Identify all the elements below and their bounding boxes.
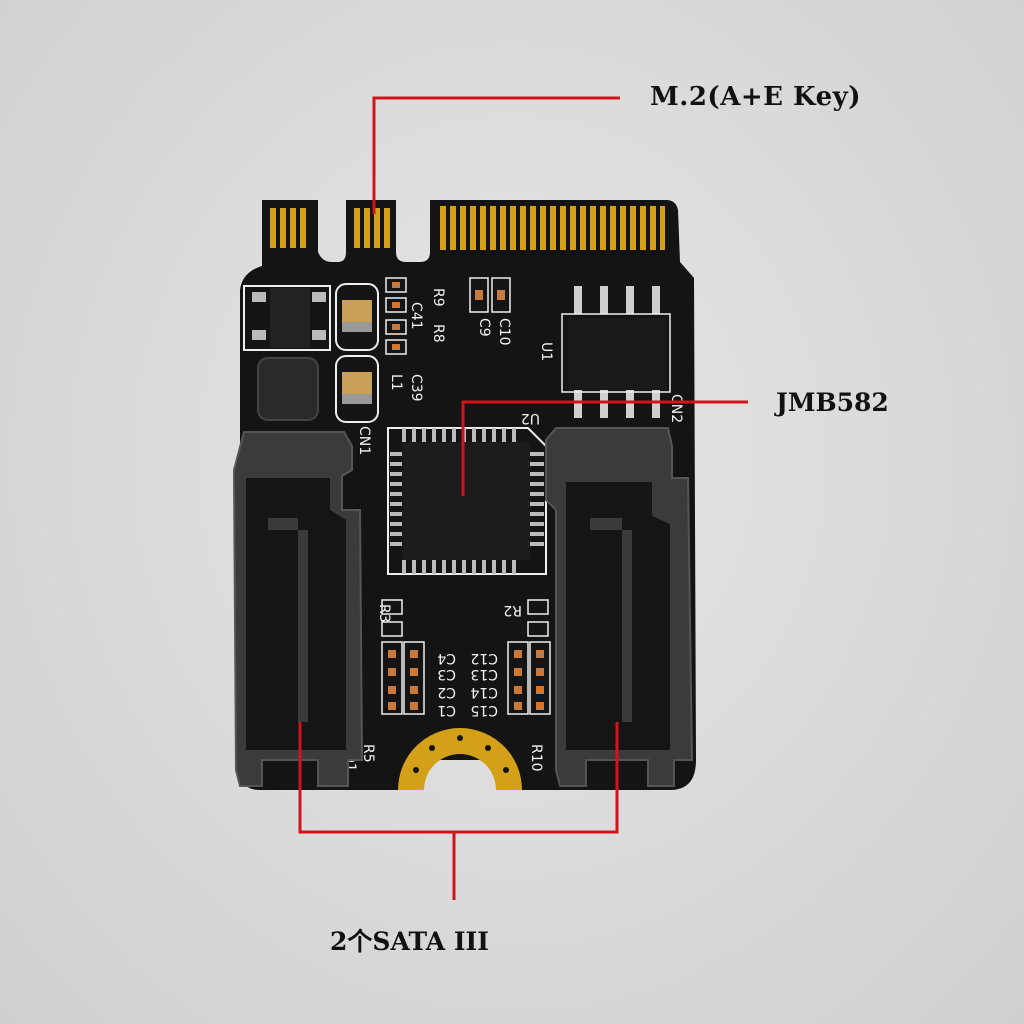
silk-c41: C41 [408, 302, 424, 330]
smd-cluster-top [385, 277, 511, 355]
smd-cluster-bottom [381, 599, 551, 715]
silk-cn1: CN1 [356, 426, 372, 455]
sata-port-left [232, 431, 364, 787]
mounting-hole [398, 728, 522, 790]
silk-c9: C9 [476, 318, 492, 337]
inductor-l1 [257, 357, 319, 421]
silk-c39: C39 [408, 374, 424, 402]
callout-controller-label: JMB582 [776, 388, 889, 417]
silk-c1: C1 [437, 702, 456, 718]
silk-c15: C15 [470, 702, 498, 718]
silk-r5: R5 [360, 744, 376, 763]
silk-cn2: CN2 [668, 394, 684, 423]
silk-u1: U1 [538, 342, 554, 361]
silk-u2: U2 [521, 410, 540, 426]
silk-c2: C2 [437, 684, 456, 700]
callout-lines [298, 96, 748, 900]
chip-jmb582 [387, 427, 547, 575]
silk-r2: R2 [503, 602, 522, 618]
voltage-regulator [243, 285, 331, 351]
gold-fingers [270, 206, 665, 250]
silk-r10: R10 [528, 744, 544, 772]
silk-r9: R9 [430, 288, 446, 307]
capacitor-c41 [335, 283, 379, 351]
silk-c12: C12 [470, 650, 498, 666]
chip-u1 [561, 286, 671, 418]
silk-c3: C3 [437, 666, 456, 682]
silk-l1: L1 [388, 374, 404, 391]
silk-c4: C4 [437, 650, 456, 666]
callout-m2-key-label: M.2(A+E Key) [650, 82, 862, 112]
silk-r8: R8 [430, 324, 446, 343]
silk-c14: C14 [470, 684, 498, 700]
silk-c10: C10 [496, 318, 512, 346]
capacitor-c39 [335, 355, 379, 423]
callout-line-m2 [372, 96, 620, 214]
sata-port-right [545, 427, 694, 787]
callout-line-sata [298, 722, 619, 834]
callout-line-jmb582 [461, 400, 748, 496]
silk-c13: C13 [470, 666, 498, 682]
callout-sata-ports-label: 2个SATA III [330, 927, 489, 956]
